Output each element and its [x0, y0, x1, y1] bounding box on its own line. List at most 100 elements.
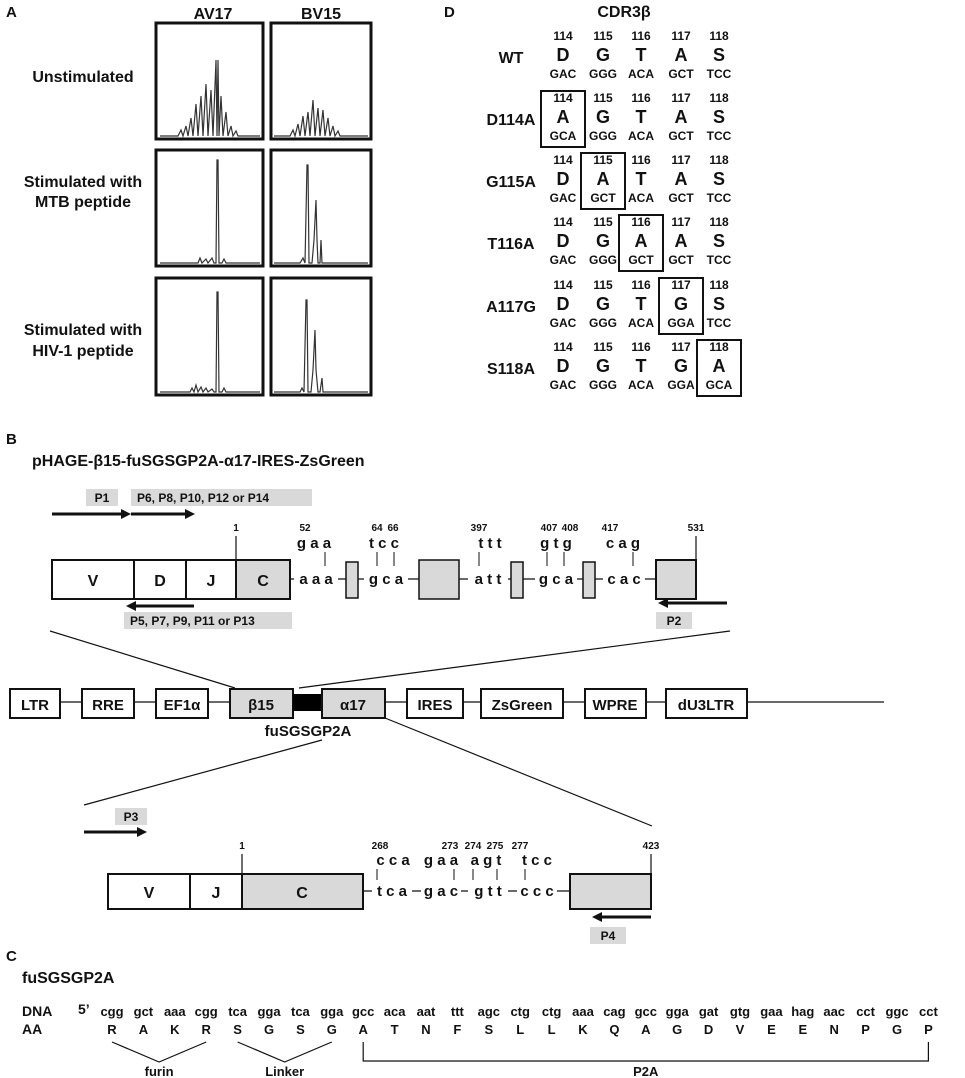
alpha-segment-v-label: V [144, 885, 155, 902]
codon-text: GAC [550, 67, 577, 81]
vector-map: LTR RRE EF1α β15 α17 IRES ZsGreen WPRE d… [9, 688, 884, 740]
beta-mid-box [418, 559, 460, 600]
zoom-line [83, 739, 323, 806]
seq-background [468, 572, 508, 587]
dna-codon: gtg [730, 1004, 750, 1019]
residue-position-number: 118 [709, 215, 729, 229]
vector-element-ltr-label: LTR [21, 697, 49, 714]
alpha-start-number: 1 [239, 841, 245, 852]
vector-element-rre-label: RRE [92, 697, 124, 714]
codon-text: TCC [707, 316, 732, 330]
amino-acid: A [359, 1022, 369, 1037]
trace-av17-mtb [160, 159, 260, 265]
trace-av17-hiv [160, 291, 260, 394]
amino-acid-letter: T [636, 169, 647, 189]
vector-element-beta15 [229, 688, 294, 719]
vector-element-ltr [9, 688, 61, 719]
residue-position-number: 117 [671, 91, 691, 105]
dna-codon: cct [856, 1004, 875, 1019]
beta-end-number: 531 [688, 523, 705, 534]
alpha-bottom-seq: c c c [520, 883, 553, 900]
primer-p1-arrowhead [121, 509, 131, 519]
beta-mini-box [582, 561, 596, 599]
beta-bottom-seq: a a a [299, 571, 333, 588]
residue-position-number: 116 [631, 29, 651, 43]
amino-acid: P [861, 1022, 870, 1037]
codon-text: GGG [589, 378, 617, 392]
dna-codon: agc [478, 1004, 500, 1019]
primer-label-bg [115, 808, 147, 825]
amino-acid-letter: G [674, 294, 688, 314]
amino-acid: K [170, 1022, 180, 1037]
vector-element-alpha17 [321, 688, 386, 719]
alpha-segment-j-label: J [212, 885, 221, 902]
spectratype-av17-hiv [154, 276, 265, 397]
spectratype-bv15-mtb [269, 148, 373, 268]
dna-codon: tca [228, 1004, 248, 1019]
amino-acid-letter: T [636, 45, 647, 65]
alpha-top-seq: a g t [471, 852, 502, 869]
primer-label-bg [124, 612, 292, 629]
beta-chain-map: P1 P6, P8, P10, P12 or P14 1 531 V D J C [51, 489, 727, 629]
amino-acid: F [453, 1022, 461, 1037]
fusgsgp2a-linker-block [293, 694, 322, 711]
residue-position-number: 115 [593, 91, 613, 105]
beta-segment-c-label: C [257, 573, 269, 590]
seq-background [294, 572, 338, 587]
codon-text: GCA [550, 129, 577, 143]
codon-text: GCT [668, 191, 694, 205]
codon-text: GAC [550, 378, 577, 392]
panel-b-title: pHAGE-β15-fuSGSGP2A-α17-IRES-ZsGreen [32, 453, 365, 470]
amino-acid-letter: A [675, 231, 688, 251]
amino-acid-letter: A [675, 107, 688, 127]
codon-text: ACA [628, 191, 654, 205]
primer-label-bg [656, 612, 692, 629]
mutation-box [580, 152, 626, 210]
panel-c: C fuSGSGP2A DNA AA 5’ cggRgctAaaaKcggRtc… [6, 948, 938, 1078]
column-header-av17: AV17 [194, 6, 233, 23]
residue-position-number: 114 [553, 153, 573, 167]
row-label-hiv-line1: Stimulated with [24, 322, 142, 339]
codon-text: GCT [668, 67, 694, 81]
beta-mini-box [510, 561, 524, 599]
residue-position-number: 114 [553, 29, 573, 43]
beta-mut-number: 417 [602, 523, 619, 534]
residue-position-number: 118 [709, 340, 729, 354]
row-label-mtb-line2: MTB peptide [35, 194, 131, 211]
codon-text: GCT [628, 253, 654, 267]
residue-position-number: 115 [593, 215, 613, 229]
dna-codon: ctg [542, 1004, 562, 1019]
vector-element-ires-label: IRES [417, 697, 452, 714]
vector-element-zsgreen-label: ZsGreen [492, 697, 553, 714]
codon-text: ACA [628, 316, 654, 330]
panel-b-label: B [6, 431, 17, 448]
seq-background [517, 884, 557, 899]
residue-position-number: 114 [553, 340, 573, 354]
amino-acid-letter: G [596, 45, 610, 65]
alpha-mut-number: 273 [442, 841, 459, 852]
beta-segment-v-label: V [88, 573, 99, 590]
codon-text: TCC [707, 129, 732, 143]
aa-row-label: AA [22, 1021, 42, 1037]
beta-bottom-seq: c a c [607, 571, 640, 588]
amino-acid-letter: T [636, 294, 647, 314]
codon-text: GGG [589, 253, 617, 267]
dna-codon: gaa [760, 1004, 783, 1019]
beta-mini-box [345, 561, 359, 599]
beta-mut-number: 397 [471, 523, 488, 534]
beta-top-seq: g a a [297, 535, 332, 552]
amino-acid-letter: G [596, 107, 610, 127]
amino-acid: R [107, 1022, 117, 1037]
linker-group-label: Linker [265, 1064, 304, 1078]
beta-segment-j-label: J [207, 573, 216, 590]
seq-background [603, 572, 645, 587]
seq-background [535, 572, 577, 587]
beta-top-seq: t t t [478, 535, 501, 552]
column-header-bv15: BV15 [301, 6, 341, 23]
amino-acid-letter: S [713, 169, 725, 189]
vector-element-ef1a [155, 688, 209, 719]
codon-text: GGA [667, 316, 695, 330]
residue-position-number: 117 [671, 153, 691, 167]
codon-text: TCC [707, 67, 732, 81]
furin-bracket [111, 1041, 207, 1063]
